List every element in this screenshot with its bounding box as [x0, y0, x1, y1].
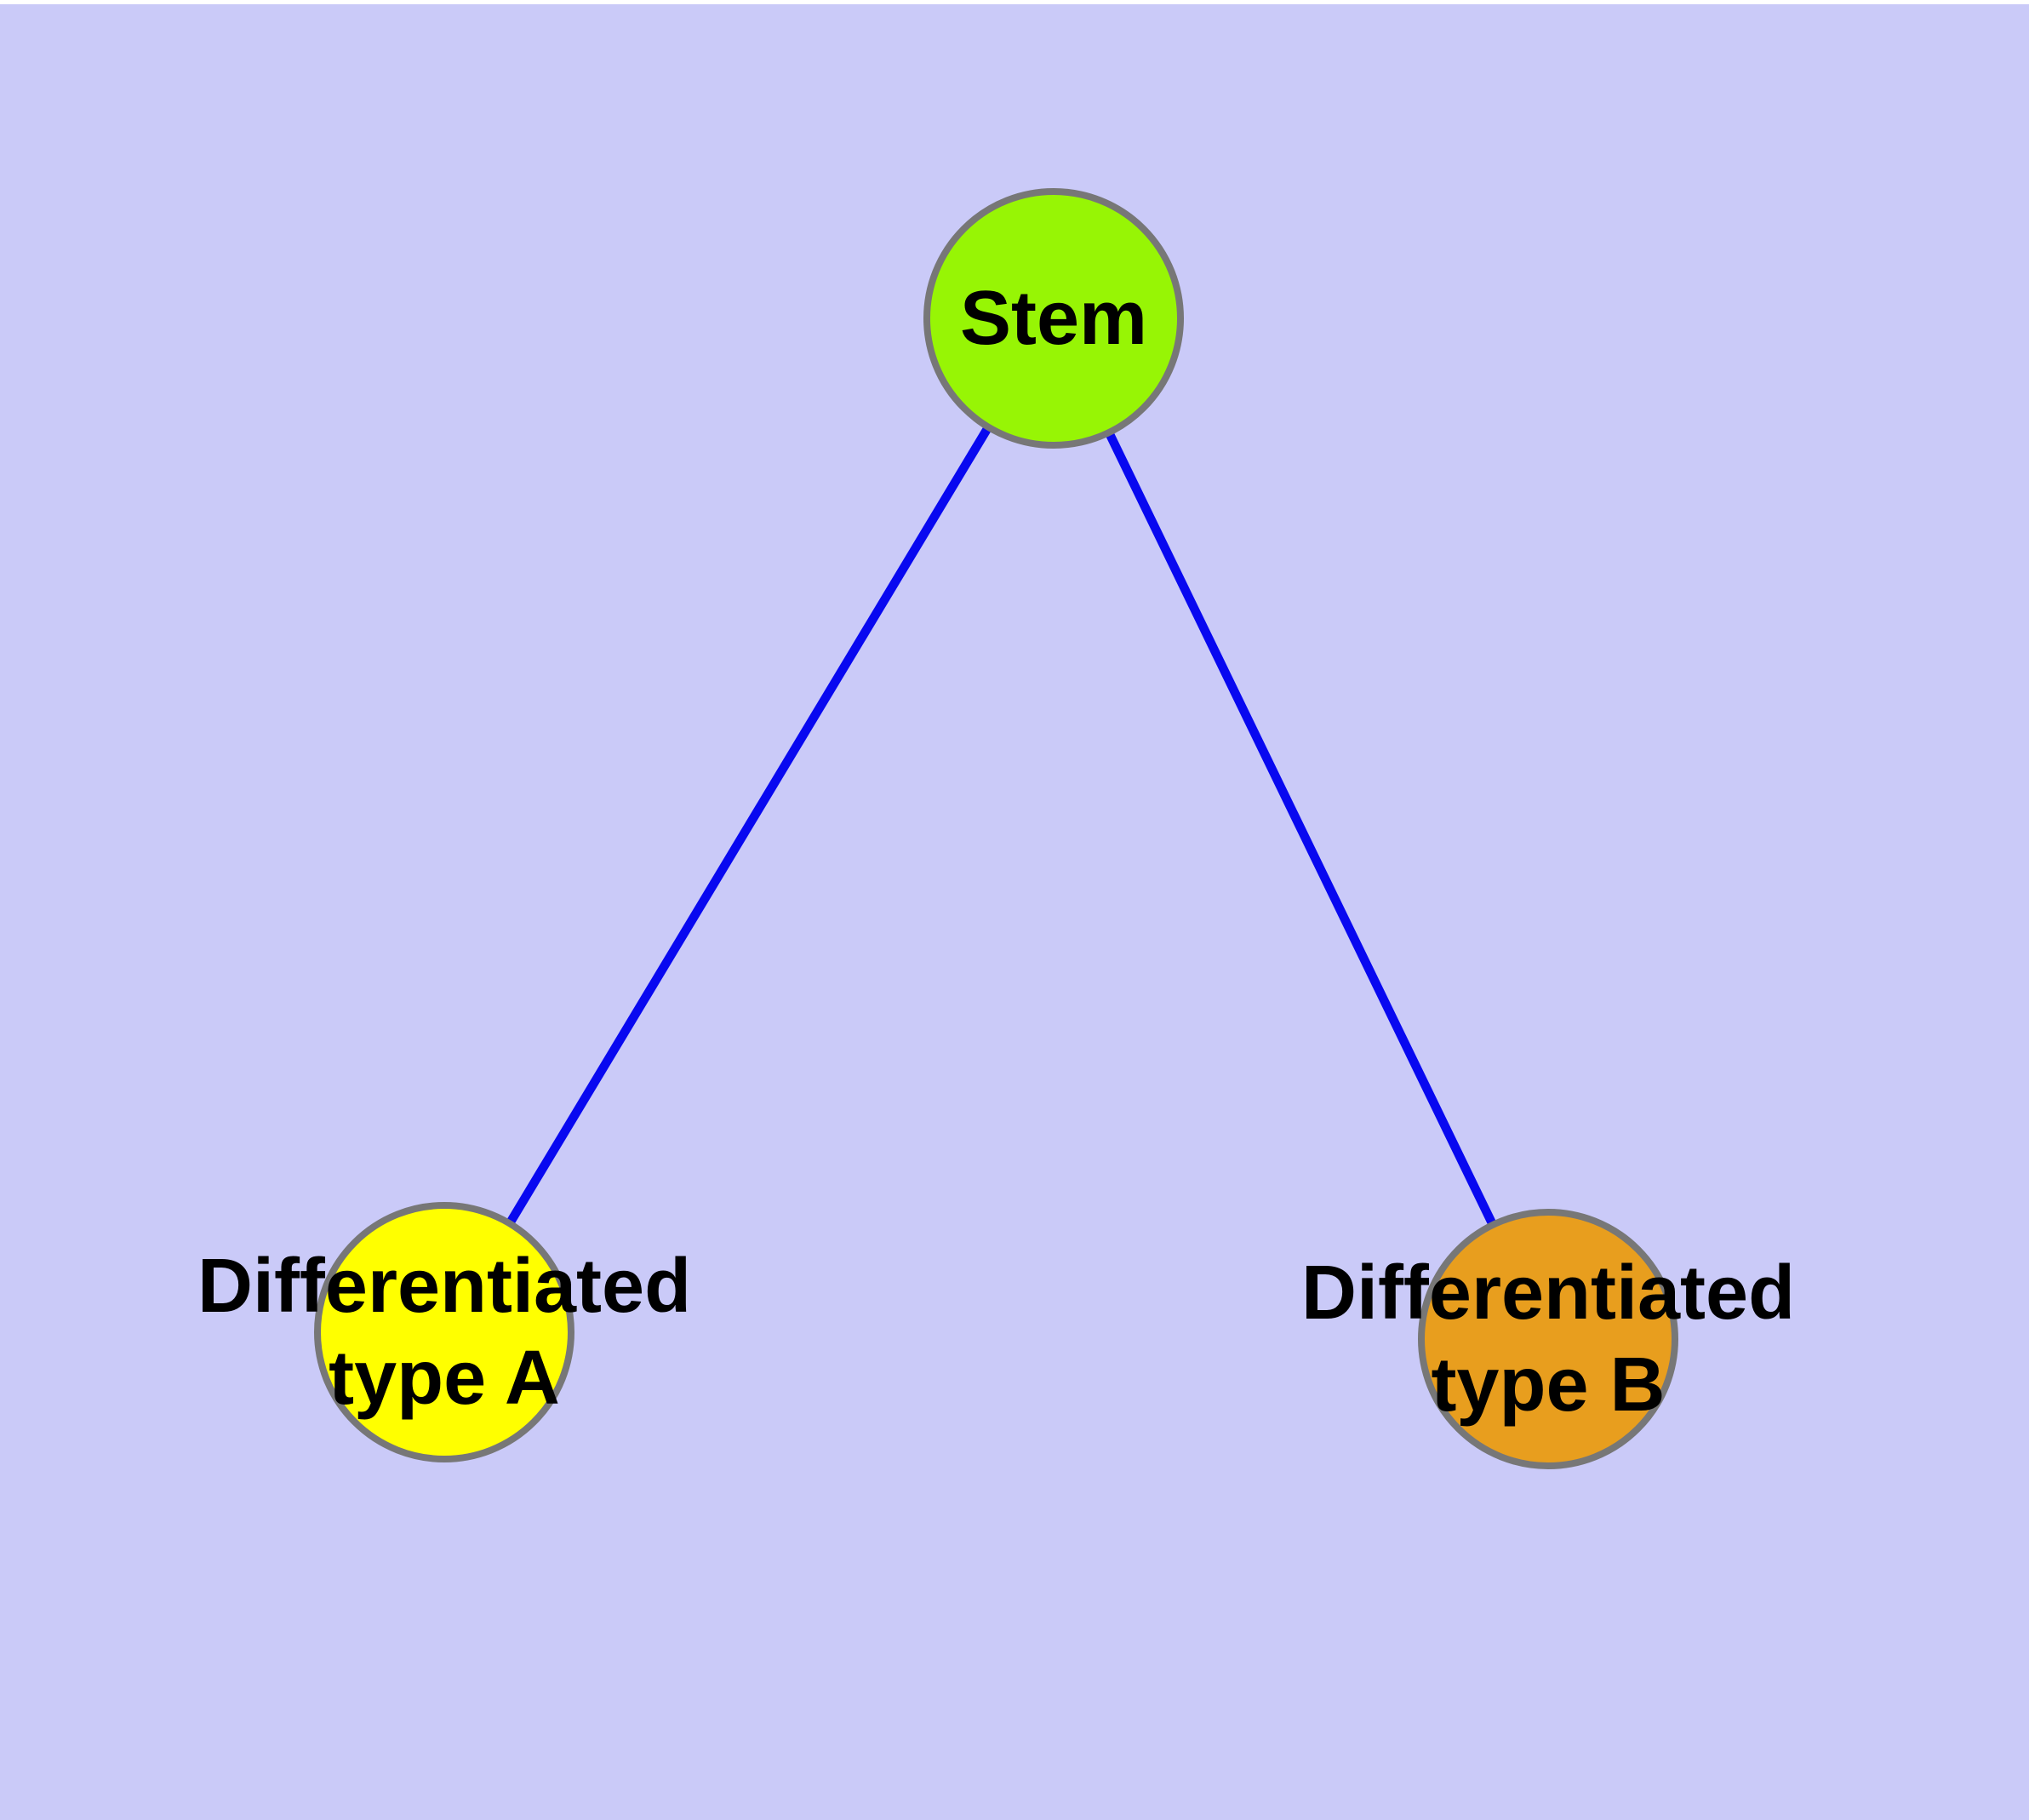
diagram-canvas: Stem Differentiated type A Differentiate… — [0, 4, 2029, 1820]
node-stem: Stem — [923, 188, 1184, 449]
node-differentiated-type-b: Differentiated type B — [1301, 1209, 1795, 1469]
node-differentiated-type-b-label: Differentiated type B — [1300, 1251, 1796, 1428]
node-stem-label: Stem — [959, 276, 1148, 361]
edge-stem-to-type-a — [440, 316, 1058, 1335]
node-differentiated-type-a-label: Differentiated type A — [197, 1244, 692, 1421]
node-differentiated-type-a: Differentiated type A — [197, 1202, 691, 1462]
edge-stem-to-type-b — [1049, 316, 1552, 1342]
